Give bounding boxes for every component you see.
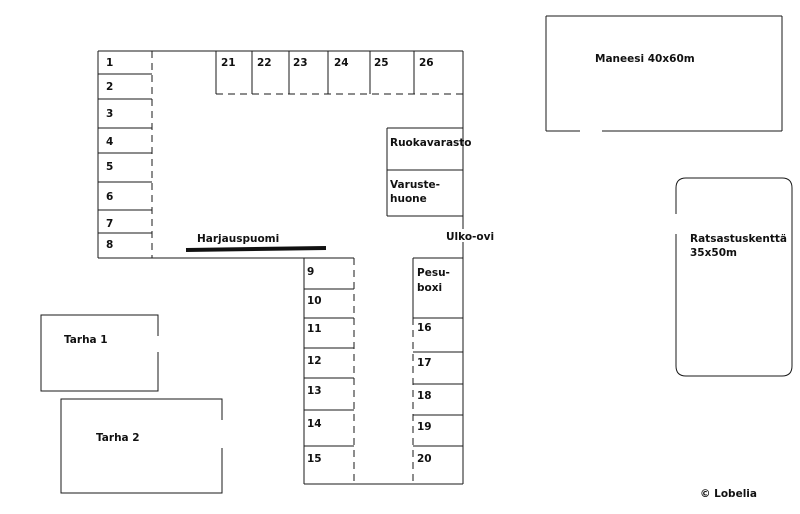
- stall-15-label: 15: [307, 453, 322, 465]
- indoor-arena-label: Maneesi 40x60m: [595, 53, 695, 65]
- wash-box-label-line2: boxi: [417, 282, 442, 294]
- stall-5-label: 5: [106, 161, 113, 173]
- stall-12-label: 12: [307, 355, 322, 367]
- stall-2-label: 2: [106, 81, 113, 93]
- paddock-2: Tarha 2: [60, 398, 223, 494]
- paddock-1-label: Tarha 1: [64, 334, 108, 346]
- right-stall-column: Pesu- boxi 16 17 18 19 20: [412, 257, 463, 484]
- storage-rooms: Ruokavarasto Varuste- huone: [386, 127, 472, 217]
- stall-16-label: 16: [417, 322, 432, 334]
- feed-store-label: Ruokavarasto: [390, 137, 472, 149]
- tack-room-label-line2: huone: [390, 193, 427, 205]
- stall-17-label: 17: [417, 357, 432, 369]
- stall-9-label: 9: [307, 266, 314, 278]
- stall-22-label: 22: [257, 57, 272, 69]
- stall-18-label: 18: [417, 390, 432, 402]
- stable-building-walls: [97, 50, 464, 485]
- riding-field-label-line2: 35x50m: [690, 247, 737, 259]
- stall-3-label: 3: [106, 108, 113, 120]
- stall-4-label: 4: [106, 136, 113, 148]
- outer-door-label: Ulko-ovi: [446, 231, 494, 243]
- stall-25-label: 25: [374, 57, 389, 69]
- top-stall-row: 21 22 23 24 25 26: [215, 51, 463, 95]
- copyright-notice: © Lobelia: [700, 488, 757, 500]
- riding-field: Ratsastuskenttä 35x50m: [675, 177, 793, 377]
- stall-19-label: 19: [417, 421, 432, 433]
- paddock-2-label: Tarha 2: [96, 432, 140, 444]
- indoor-arena: Maneesi 40x60m: [545, 15, 783, 132]
- stall-13-label: 13: [307, 385, 322, 397]
- stall-20-label: 20: [417, 453, 432, 465]
- stall-23-label: 23: [293, 57, 308, 69]
- stall-14-label: 14: [307, 418, 322, 430]
- stall-26-label: 26: [419, 57, 434, 69]
- stall-6-label: 6: [106, 191, 113, 203]
- stall-24-label: 24: [334, 57, 349, 69]
- stall-10-label: 10: [307, 295, 322, 307]
- grooming-rail-label: Harjauspuomi: [197, 233, 279, 245]
- paddock-1: Tarha 1: [40, 314, 159, 392]
- riding-field-label-line1: Ratsastuskenttä: [690, 233, 787, 245]
- middle-stall-column: 9 10 11 12 13 14 15: [304, 257, 355, 484]
- stall-8-label: 8: [106, 239, 113, 251]
- stall-11-label: 11: [307, 323, 322, 335]
- grooming-rail-bar: [185, 246, 327, 252]
- stall-21-label: 21: [221, 57, 236, 69]
- tack-room-label-line1: Varuste-: [390, 179, 440, 191]
- wash-box-label-line1: Pesu-: [417, 267, 450, 279]
- stall-7-label: 7: [106, 218, 113, 230]
- left-stall-column: 1 2 3 4 5 6 7 8: [98, 51, 153, 258]
- stall-1-label: 1: [106, 57, 113, 69]
